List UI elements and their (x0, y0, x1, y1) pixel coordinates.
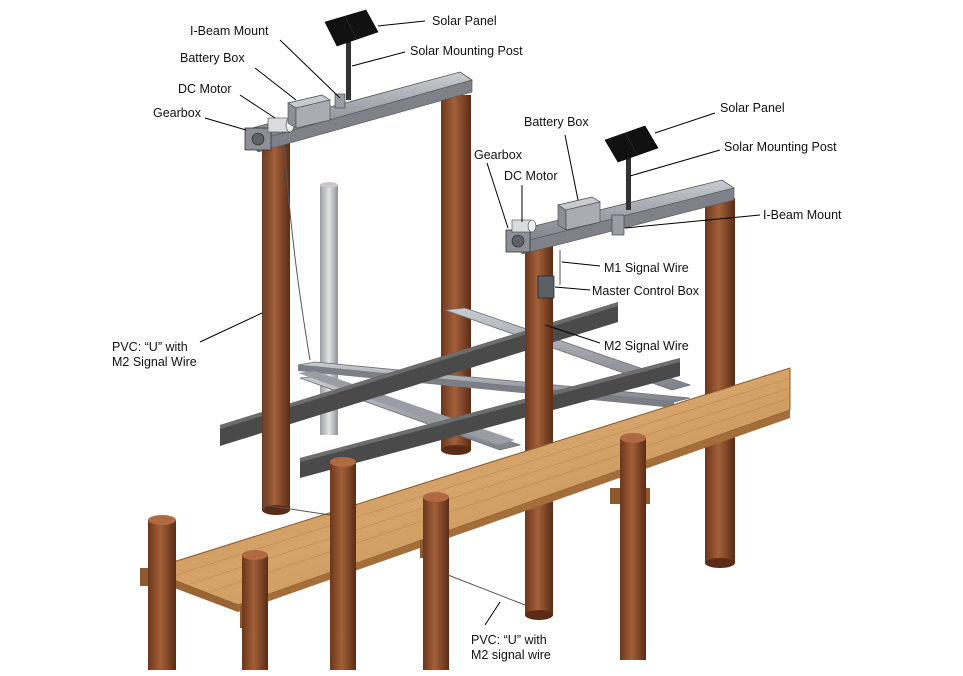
post-back-right (705, 198, 735, 568)
label-battery-box-left: Battery Box (180, 51, 245, 65)
control-box-icon (537, 275, 555, 299)
label-m2-signal-wire: M2 Signal Wire (604, 339, 689, 353)
label-gearbox-left: Gearbox (153, 106, 201, 120)
dock-post-5 (620, 433, 646, 660)
solar-mounting-post-right (626, 152, 631, 210)
post-back-middle (441, 95, 471, 455)
solar-panel-right-icon (604, 125, 659, 163)
dock-walkway (140, 367, 791, 628)
label-solar-panel-left: Solar Panel (432, 14, 497, 28)
solar-mounting-post-left (346, 42, 351, 100)
i-beam-left (244, 71, 473, 153)
label-battery-box-right: Battery Box (524, 115, 589, 129)
dock-post-4 (423, 492, 449, 670)
post-front-right-tall (525, 245, 553, 620)
label-pvc-u-upper-line2: M2 Signal Wire (112, 355, 197, 369)
dock-post-2 (242, 550, 268, 670)
m2-signal-wire-cable (263, 139, 561, 606)
label-solar-panel-right: Solar Panel (720, 101, 785, 115)
label-dc-motor-left: DC Motor (178, 82, 232, 96)
label-pvc-u-lower: PVC: “U” with M2 signal wire (471, 633, 551, 663)
label-pvc-u-upper: PVC: “U” with M2 Signal Wire (112, 340, 197, 370)
gearbox-right-icon (505, 229, 531, 253)
gearbox-icon (244, 127, 272, 151)
label-pvc-u-lower-line2: M2 signal wire (471, 648, 551, 662)
label-i-beam-mount-right: I-Beam Mount (763, 208, 842, 222)
bunk-rail-lower (300, 358, 680, 478)
leader-lines (199, 20, 761, 626)
label-solar-mounting-post-left: Solar Mounting Post (410, 44, 523, 58)
i-beam-mount-right (611, 214, 625, 236)
i-beam-mount-left (334, 93, 346, 109)
post-front-left-tall (262, 140, 290, 515)
battery-box-icon (287, 94, 331, 129)
dock-post-1 (148, 515, 176, 670)
label-dc-motor-right: DC Motor (504, 169, 558, 183)
battery-box-right-icon (557, 196, 601, 231)
solar-panel-icon (324, 9, 379, 47)
label-master-control-box: Master Control Box (592, 284, 699, 298)
label-pvc-u-upper-line1: PVC: “U” with (112, 340, 188, 354)
dc-motor-right-icon (511, 219, 537, 233)
label-m1-signal-wire: M1 Signal Wire (604, 261, 689, 275)
label-i-beam-mount-left: I-Beam Mount (190, 24, 269, 38)
label-solar-mounting-post-right: Solar Mounting Post (724, 140, 837, 154)
dock-post-3 (330, 457, 356, 670)
label-gearbox-right: Gearbox (474, 148, 522, 162)
bunk-rail-upper (220, 302, 618, 446)
label-pvc-u-lower-line1: PVC: “U” with (471, 633, 547, 647)
